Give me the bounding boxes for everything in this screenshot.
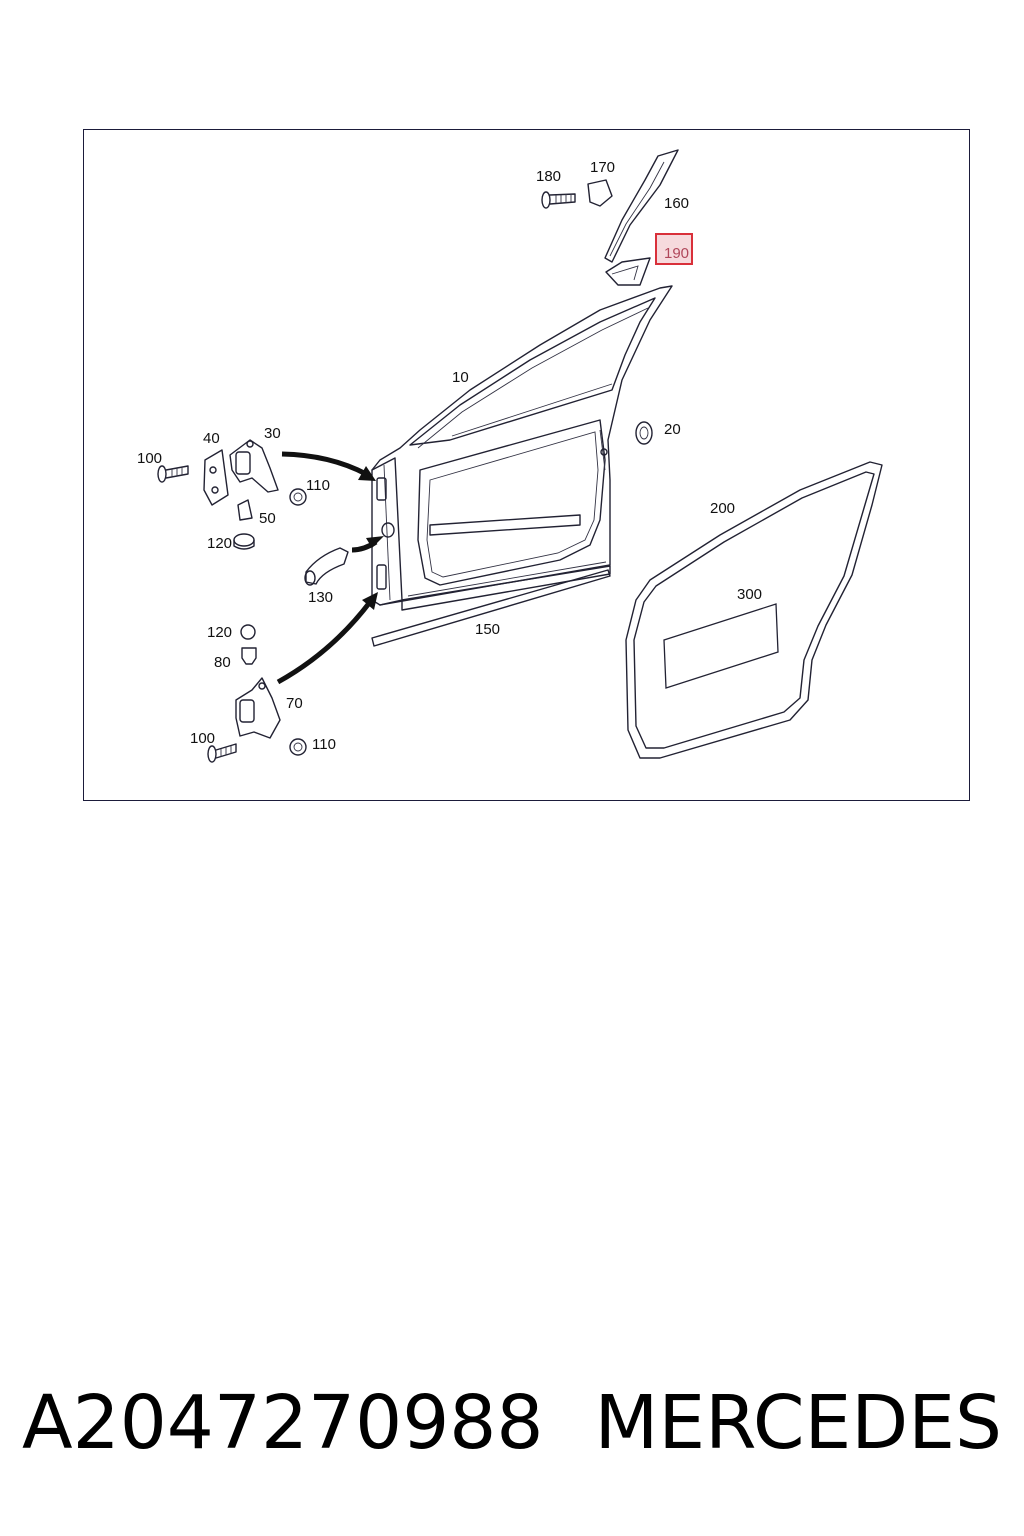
- callout-170: 170: [590, 159, 615, 176]
- cap-190: [605, 257, 651, 286]
- grommet-20: [635, 421, 653, 445]
- trim-160: [604, 149, 679, 263]
- clip-170: [587, 179, 613, 207]
- plate-40: [203, 449, 229, 506]
- screw-100-upper: [157, 465, 189, 483]
- callout-120-upper: 120: [207, 535, 232, 552]
- callout-70: 70: [286, 695, 303, 712]
- callout-10: 10: [452, 369, 469, 386]
- callout-190: 190: [664, 245, 689, 262]
- callout-180: 180: [536, 168, 561, 185]
- callout-120-lower: 120: [207, 624, 232, 641]
- callout-100-lower: 100: [190, 730, 215, 747]
- callout-110-upper: 110: [306, 477, 330, 494]
- bolt-80: [241, 647, 257, 665]
- nut-120-lower: [240, 624, 256, 640]
- callout-190-highlight: [655, 233, 693, 265]
- callout-300: 300: [737, 586, 762, 603]
- upper-hinge-30: [229, 439, 279, 493]
- callout-160: 160: [664, 195, 689, 212]
- callout-50: 50: [259, 510, 276, 527]
- nut-120-upper: [233, 533, 255, 550]
- nut-110-upper: [289, 488, 307, 506]
- callout-200: 200: [710, 500, 735, 517]
- door-shell: [371, 285, 673, 611]
- parts-diagram: 10 20 30 40 50 70 80 100 100 110 110 120…: [137, 149, 883, 763]
- brand-name: MERCEDES: [594, 1380, 1002, 1466]
- callout-20: 20: [664, 421, 681, 438]
- check-strap-130: [304, 547, 349, 586]
- assembly-arrows: [276, 451, 384, 685]
- callout-labels: 10 20 30 40 50 70 80 100 100 110 110 120…: [137, 159, 762, 753]
- part-number: A2047270988: [22, 1380, 544, 1466]
- screw-100-lower: [207, 743, 237, 763]
- door-seal-200: [625, 461, 883, 759]
- callout-30: 30: [264, 425, 281, 442]
- footer-caption: A2047270988 MERCEDES: [0, 1368, 1024, 1478]
- nut-110-lower: [289, 738, 307, 756]
- callout-130: 130: [308, 589, 333, 606]
- callout-100-upper: 100: [137, 450, 162, 467]
- foil-300: [663, 603, 779, 689]
- sill-strip-150: [371, 569, 611, 647]
- callout-150: 150: [475, 621, 500, 638]
- bolt-50: [237, 499, 253, 521]
- callout-40: 40: [203, 430, 220, 447]
- lower-hinge-70: [235, 677, 281, 739]
- callout-80: 80: [214, 654, 231, 671]
- screw-180: [541, 191, 576, 209]
- callout-110-lower: 110: [312, 736, 336, 753]
- diagram-frame: [83, 129, 970, 801]
